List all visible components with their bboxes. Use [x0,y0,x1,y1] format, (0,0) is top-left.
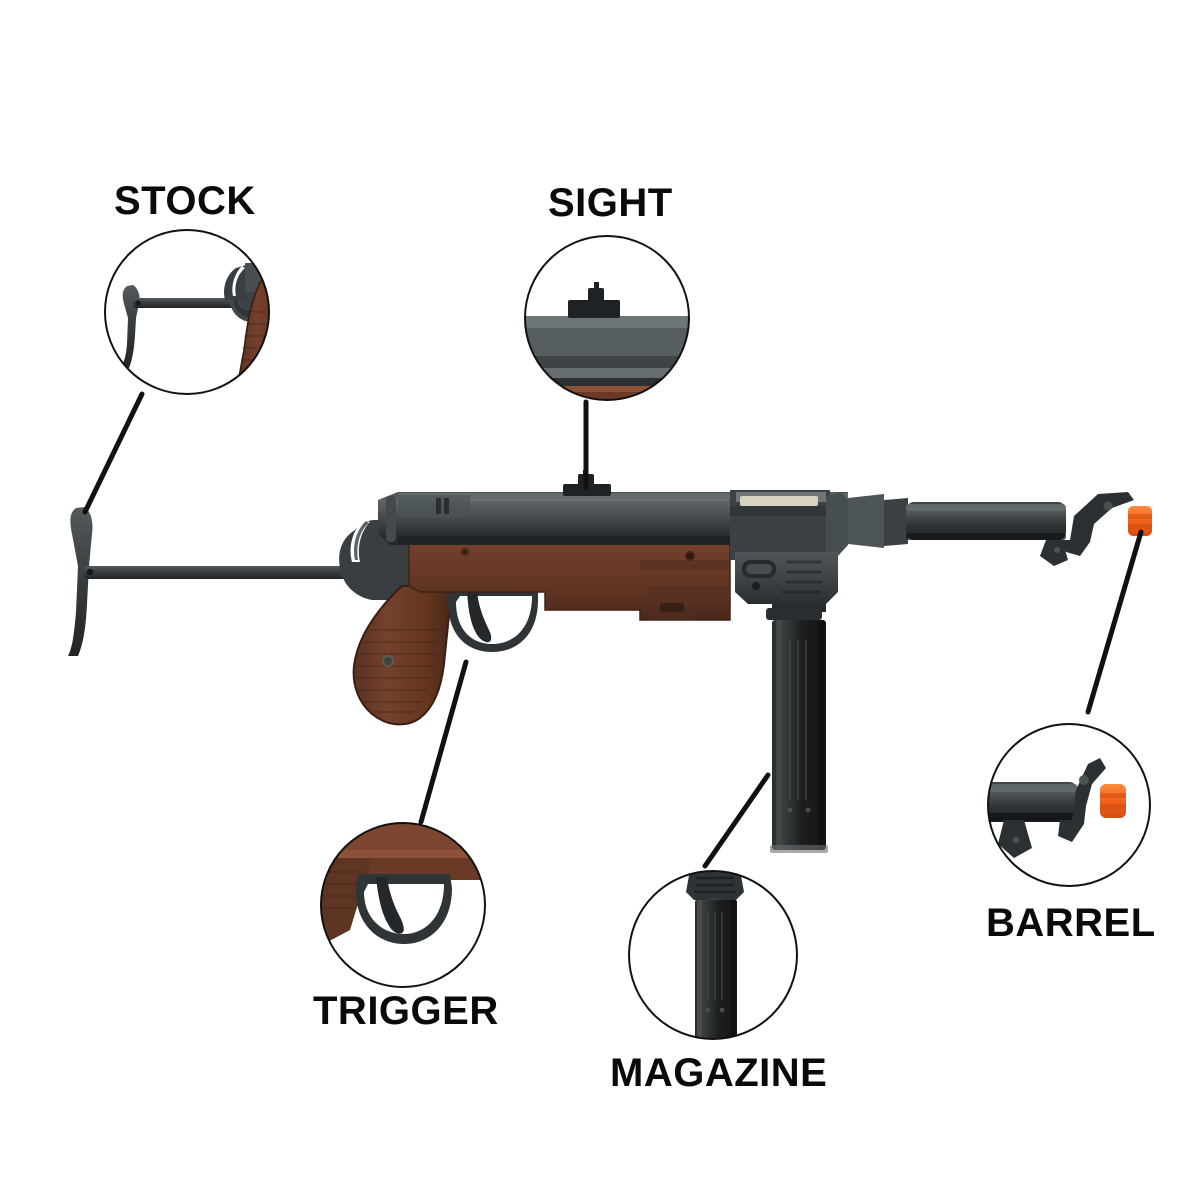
callout-circle-sight[interactable] [524,235,694,452]
magazine-icon [629,871,797,1039]
leader-line-stock [82,391,145,515]
callout-circle-magazine[interactable] [628,870,800,1042]
callout-circle-trigger[interactable] [320,822,490,992]
rear-sight-icon [525,236,689,400]
callout-label-sight: SIGHT [548,181,673,225]
main-gun-illustration [68,470,1152,853]
callout-label-barrel: BARREL [986,901,1156,945]
leader-line-magazine [702,772,771,869]
callout-label-trigger: TRIGGER [313,989,499,1033]
leader-lines [82,391,1144,869]
callout-circle-barrel[interactable] [978,723,1152,888]
callout-circle-stock[interactable] [104,229,292,400]
leader-line-trigger [418,659,469,825]
callout-label-magazine: MAGAZINE [610,1051,828,1095]
receiver-mid-part [730,490,848,560]
barrel-part [848,492,1152,566]
leader-line-barrel [1085,529,1144,715]
folding-stock-icon [105,230,269,394]
trigger-icon [321,823,485,987]
callout-label-stock: STOCK [114,179,256,223]
trigger-part [448,588,538,652]
magwell-part [735,552,838,620]
barrel-icon [988,724,1150,886]
grip-part [352,585,454,726]
magazine-part [770,620,828,853]
